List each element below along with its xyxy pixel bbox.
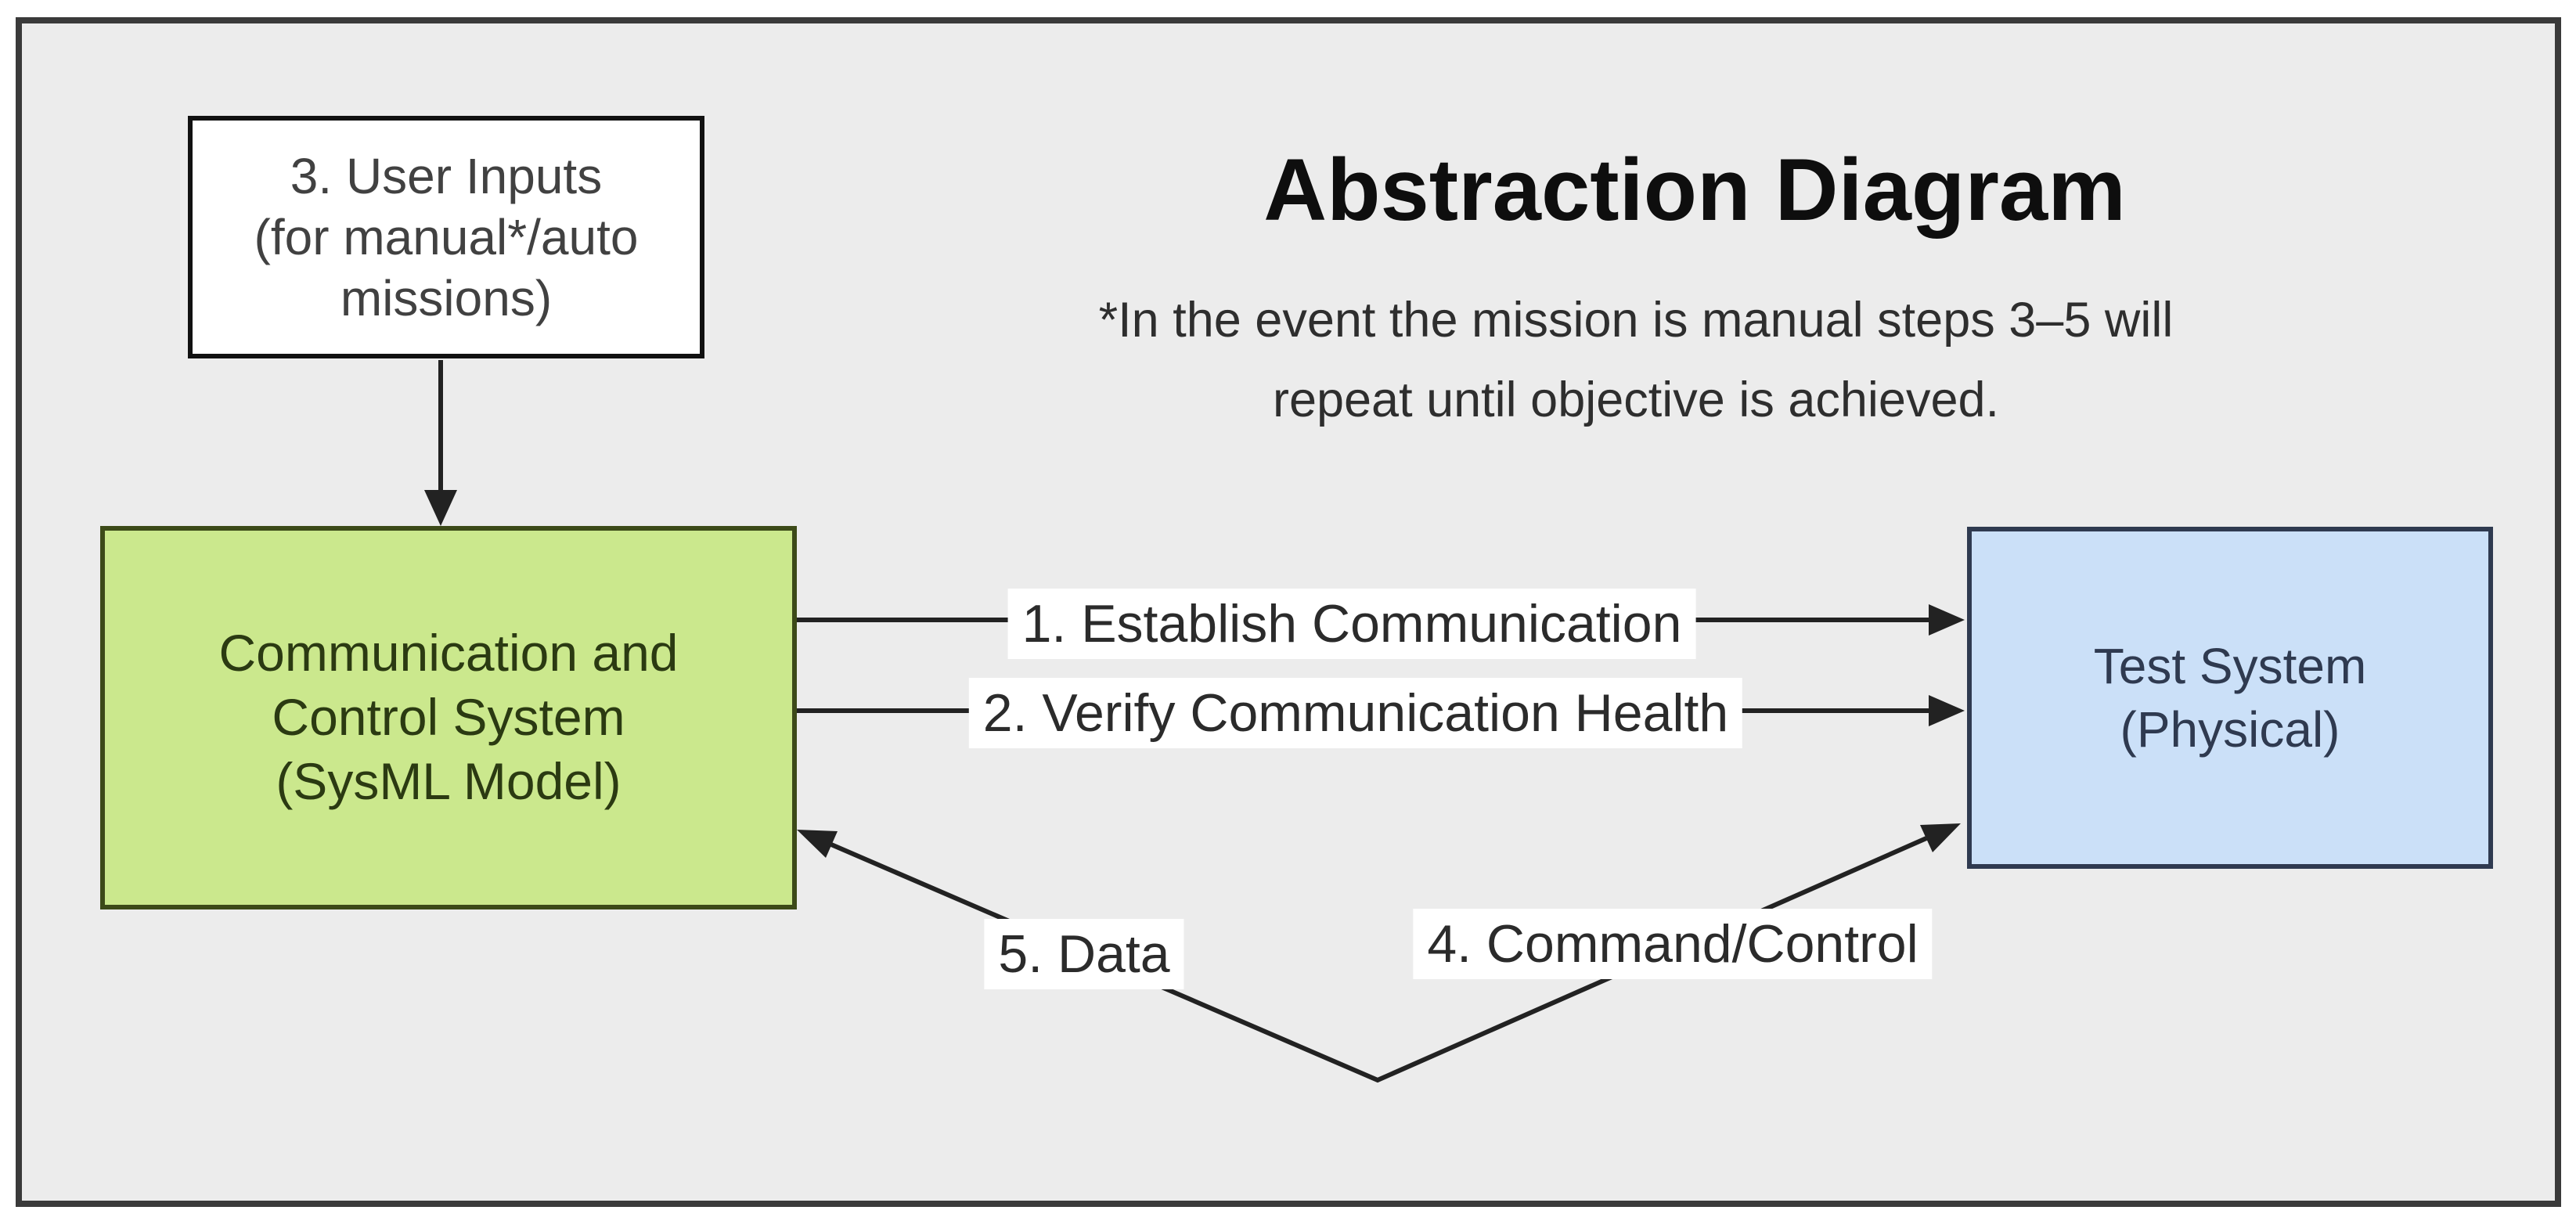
node-user-inputs-label: 3. User Inputs (for manual*/auto mission… [254,147,639,327]
user-inputs-arrowhead [424,490,457,526]
edge-label-establish-communication: 1. Establish Communication [1007,589,1696,659]
node-user-inputs: 3. User Inputs (for manual*/auto mission… [188,116,704,358]
node-communication-control-system-label: Communication and Control System (SysML … [218,624,679,810]
node-test-system: Test System (Physical) [1967,527,2493,869]
node-test-system-label: Test System (Physical) [2093,637,2367,758]
subtitle-line-1: *In the event the mission is manual step… [1098,293,2174,348]
verify-communication-arrowhead [1929,695,1965,726]
subtitle-line-2: repeat until objective is achieved. [1272,373,2000,428]
edge-label-data: 5. Data [984,919,1184,989]
page-title: Abstraction Diagram [1263,141,2126,239]
subtitle-note: *In the event the mission is manual step… [1099,280,2174,440]
edge-label-command-control: 4. Command/Control [1413,909,1933,979]
node-communication-control-system: Communication and Control System (SysML … [100,526,797,909]
edge-label-verify-communication-health: 2. Verify Communication Health [968,678,1743,748]
command-control-arrowhead [1920,823,1961,852]
establish-communication-arrowhead [1929,604,1965,636]
data-arrowhead [797,830,838,858]
